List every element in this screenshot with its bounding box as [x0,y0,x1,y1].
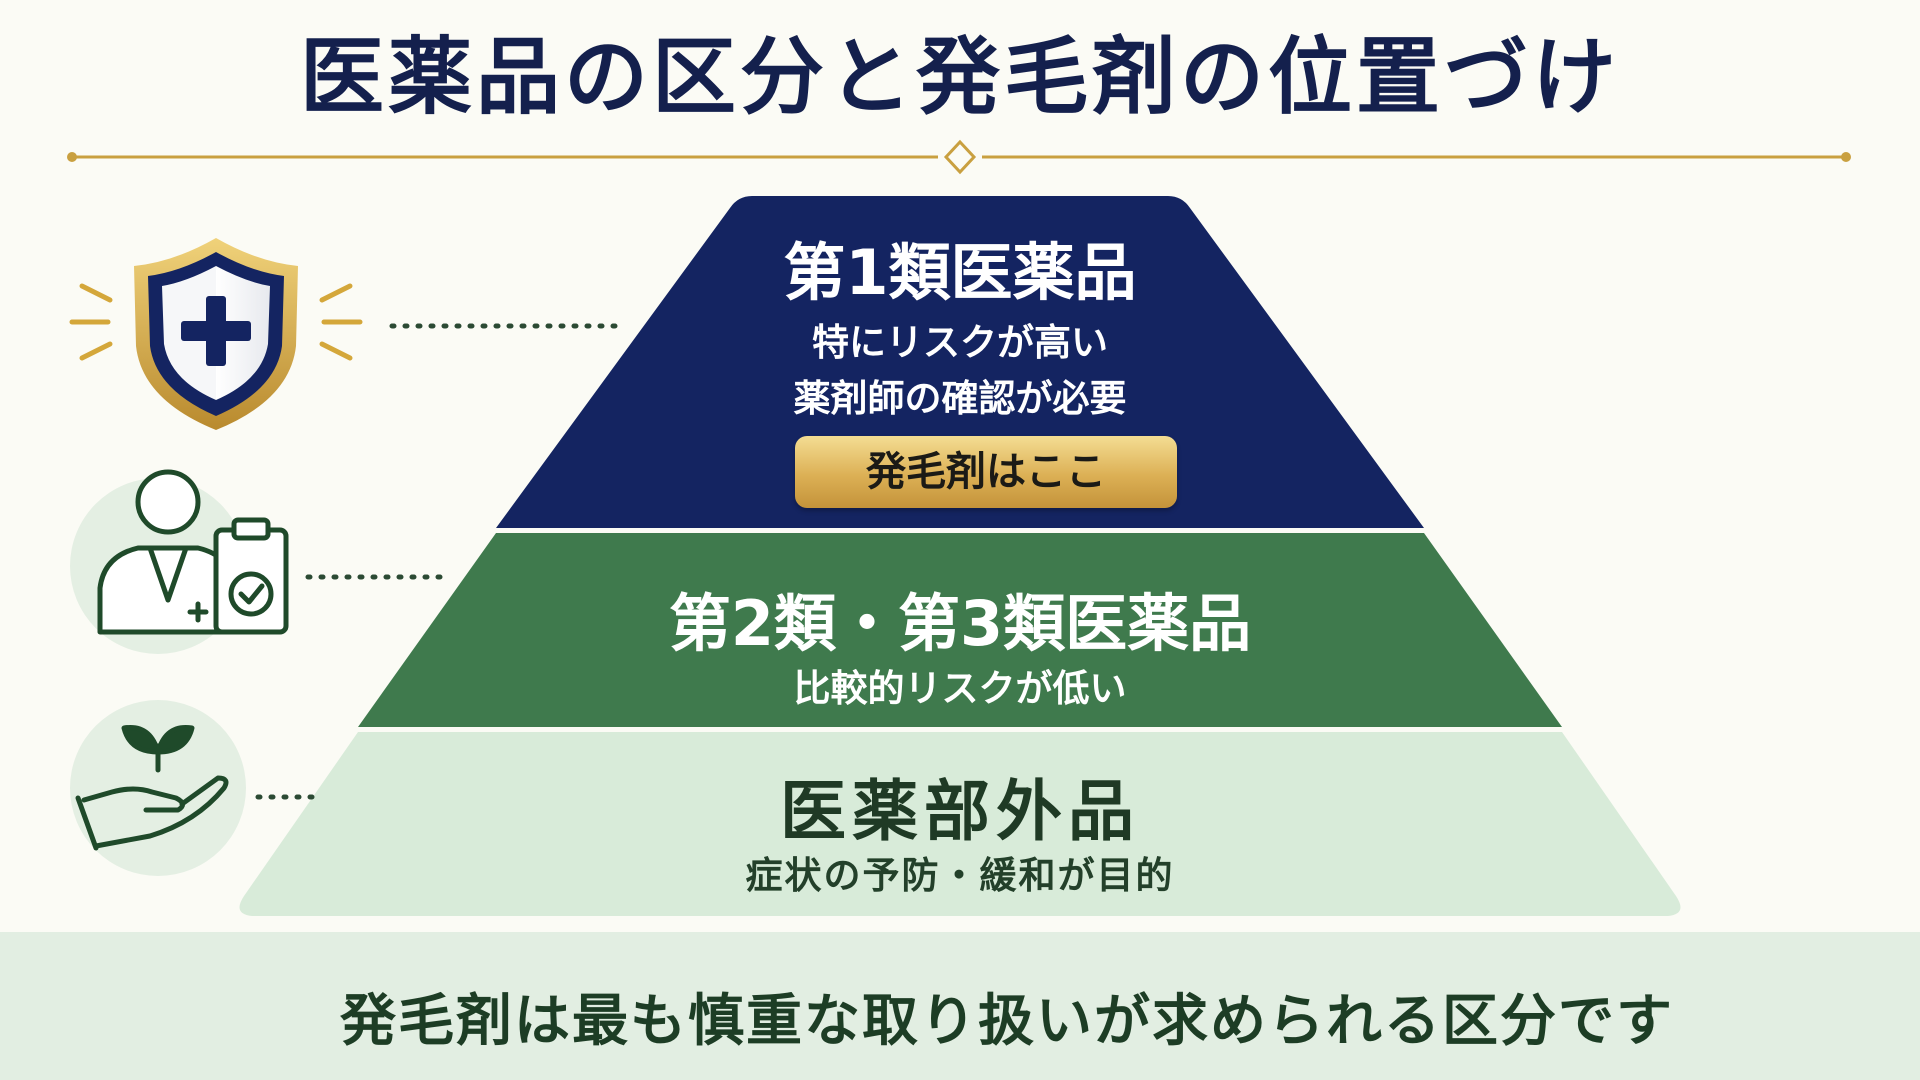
hair-growth-drug-badge: 発毛剤はここ [795,436,1177,508]
title-divider [67,139,1851,175]
tier-1-title: 第1類医薬品 [783,236,1137,309]
tier-2-description: 比較的リスクが低い [793,667,1127,710]
tier-1-shape [496,196,1424,528]
tier-2-title: 第2類・第3類医薬品 [668,587,1252,660]
tier-3-description: 症状の予防・緩和が目的 [745,854,1175,897]
shield-plus-icon [69,238,363,430]
tier-3-title: 医薬部外品 [780,773,1140,850]
pharmacist-clipboard-icon [70,469,289,654]
tier-2-shape [358,533,1562,727]
hand-sprout-icon [70,700,246,876]
footer-banner [0,932,1920,1080]
footer-message: 発毛剤は最も慎重な取り扱いが求められる区分です [340,989,1674,1054]
tier-1-description-line-1: 特にリスクが高い [812,321,1108,364]
tier-1-description-line-2: 薬剤師の確認が必要 [793,377,1127,420]
page-title: 医薬品の区分と発毛剤の位置づけ [299,28,1620,126]
tier-3-shape [239,732,1681,916]
